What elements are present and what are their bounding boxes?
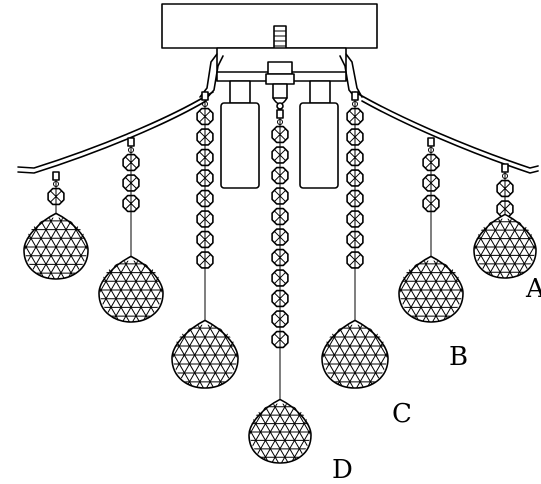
crystal-facets [474,218,536,279]
octagon-bead [271,146,289,164]
hook-clip [201,91,209,101]
crystal-facets [172,324,238,389]
octagon-bead [346,128,364,146]
octagon-bead [422,153,440,172]
hook-clip [427,137,435,147]
crystal-facets [99,260,163,323]
strand-center-d [248,109,312,464]
strand-left-c [171,91,239,389]
octagon-bead [271,187,289,205]
crystal-facets [322,324,388,389]
curved-support-arm [17,91,539,169]
bulb-sockets [220,80,339,189]
octagon-bead [196,148,214,167]
octagon-bead [496,179,514,198]
octagon-bead [271,289,289,308]
octagon-bead [346,107,364,126]
octagon-bead [196,189,214,208]
octagon-bead [271,125,289,144]
octagon-bead [196,230,214,249]
octagon-bead [346,169,364,187]
ceiling-plate [161,3,378,49]
label-a: A [525,274,541,304]
label-c: C [392,399,412,429]
octagon-bead [422,194,440,213]
hook-clip [52,171,60,181]
octagon-bead [47,187,65,206]
octagon-bead [271,330,289,349]
octagon-bead [346,251,364,269]
octagon-bead [122,194,140,213]
octagon-bead [422,174,440,192]
octagon-bead [271,248,289,267]
octagon-bead [271,228,289,246]
octagon-bead [346,230,364,249]
hook-clip [276,109,284,119]
octagon-bead [122,174,140,192]
octagon-bead [196,107,214,126]
label-b: B [449,342,468,372]
octagon-bead [271,207,289,226]
octagon-bead [196,169,214,187]
octagon-bead [196,128,214,146]
octagon-bead [271,269,289,287]
crystal-facets [399,260,463,323]
octagon-bead [271,310,289,328]
strand-right-c [321,91,389,389]
hook-clip [351,91,359,101]
center-connector [265,61,295,110]
strand-far-right [473,163,537,279]
strand-right-b [398,137,464,323]
octagon-bead [122,153,140,172]
octagon-bead [346,210,364,228]
strand-left-a [98,137,164,323]
hook-clip [127,137,135,147]
hook-clip [501,163,509,173]
octagon-bead [196,210,214,228]
octagon-bead [196,251,214,269]
label-d: D [332,455,353,484]
strand-far-left [23,171,89,280]
crystal-strands [23,91,537,464]
octagon-bead [346,148,364,167]
octagon-bead [346,189,364,208]
octagon-bead [271,166,289,185]
